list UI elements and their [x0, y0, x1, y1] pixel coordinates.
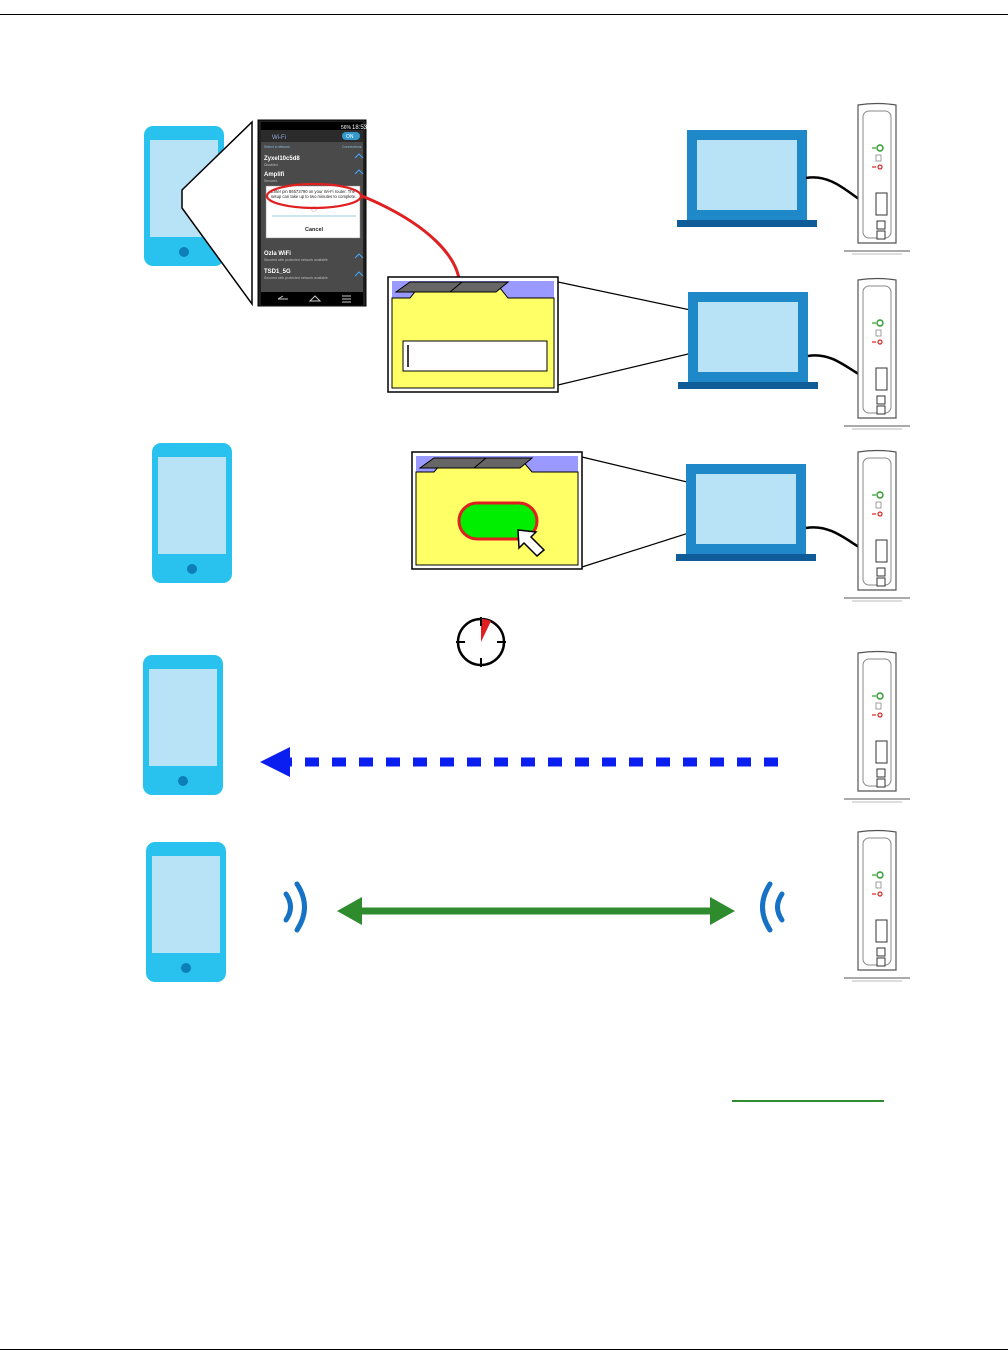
wifi-toggle-label: ON — [346, 134, 354, 140]
wifi-wave-icon — [763, 884, 783, 930]
pin-input-field[interactable] — [403, 341, 547, 371]
network-status: Secured with protected network available — [264, 276, 328, 280]
network-status: Secured — [264, 179, 277, 183]
dialog-cancel-button[interactable]: Cancel — [305, 227, 324, 233]
phone-screenshot: 56% 18:53 Wi-Fi ON Select a network Conn… — [258, 120, 368, 306]
router-icon — [844, 831, 910, 982]
dialog-text: Enter pin 86573790 on your Wi-Fi router.… — [271, 189, 357, 199]
network-name[interactable]: TSD1_5G — [264, 269, 291, 275]
smartphone-icon — [152, 443, 232, 583]
laptop-icon — [678, 292, 818, 389]
wifi-header: Wi-Fi — [272, 135, 286, 141]
smartphone-icon — [143, 655, 223, 795]
network-status: Disabled — [264, 163, 278, 167]
router-icon — [844, 652, 910, 803]
timer-icon — [456, 617, 506, 667]
wps-search-arrow — [260, 747, 778, 777]
wps-connection-arrow — [337, 897, 735, 925]
web-configurator-wps-window — [412, 452, 582, 569]
router-icon — [844, 104, 910, 255]
network-name[interactable]: Ozla WiFi — [264, 251, 291, 257]
list-header-right: Connections — [342, 145, 362, 149]
web-configurator-pin-window — [388, 277, 558, 392]
network-name[interactable]: Amplifi — [264, 172, 285, 178]
network-name[interactable]: Zyxel10c5d8 — [264, 156, 300, 162]
laptop-icon — [676, 464, 816, 561]
smartphone-icon — [146, 842, 226, 982]
laptop-icon — [677, 130, 817, 227]
network-status: Secured with protected network available — [264, 258, 328, 262]
router-icon — [844, 279, 910, 430]
list-header-left: Select a network — [264, 145, 290, 149]
router-icon — [844, 451, 910, 602]
wifi-wave-icon — [286, 884, 305, 930]
